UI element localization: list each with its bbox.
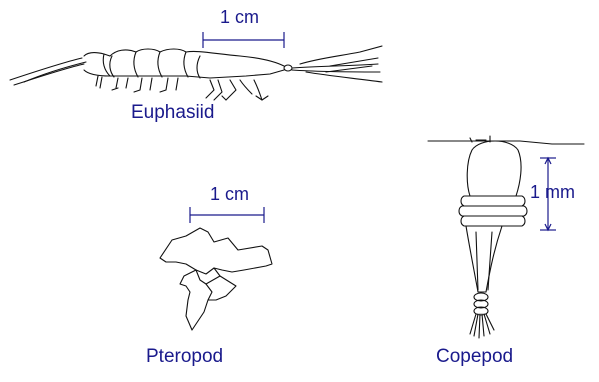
pteropod-drawing — [160, 228, 272, 330]
copepod-scale-label: 1 mm — [530, 183, 575, 201]
euphasiid-scale-bar — [203, 32, 284, 48]
copepod-drawing — [428, 136, 584, 338]
pteropod-label: Pteropod — [146, 347, 223, 366]
euphasiid-scale-label: 1 cm — [220, 8, 259, 26]
pteropod-scale-label: 1 cm — [210, 185, 249, 203]
euphasiid-drawing — [10, 46, 382, 100]
pteropod-scale-bar — [190, 207, 264, 223]
euphasiid-label: Euphasiid — [131, 103, 214, 122]
copepod-label: Copepod — [436, 347, 513, 366]
